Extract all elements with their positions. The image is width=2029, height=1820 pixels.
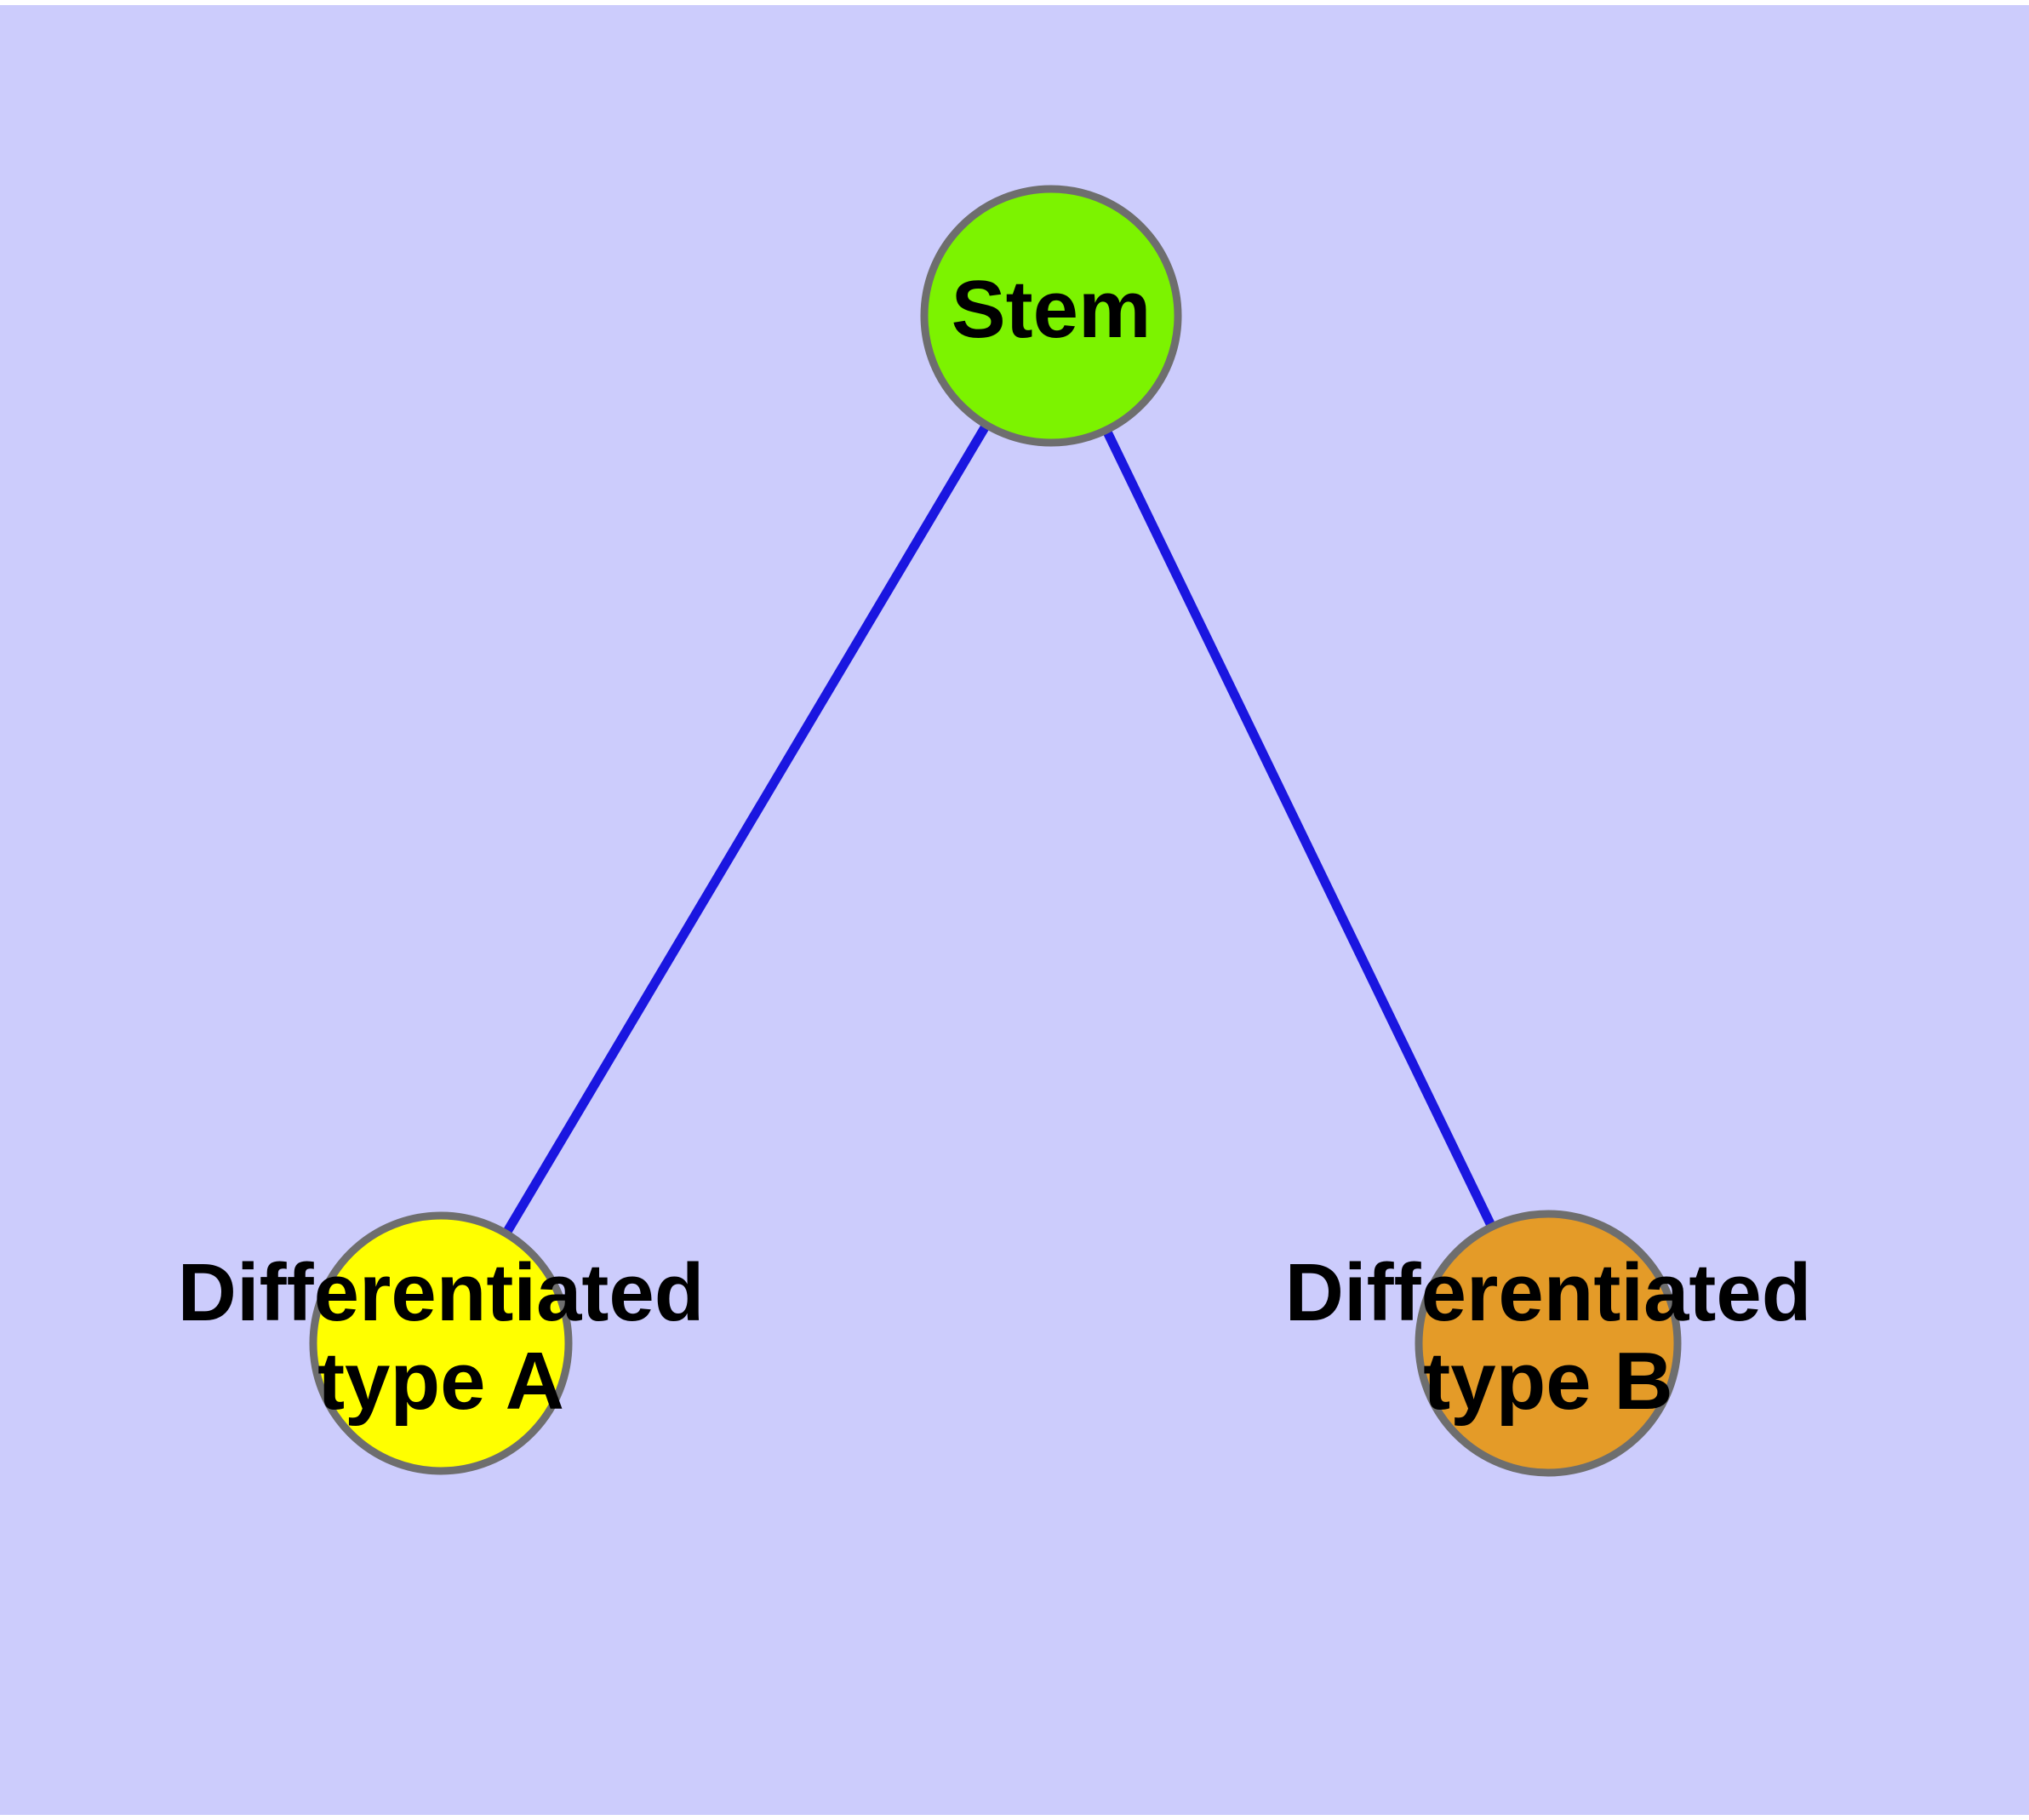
edges-group [501,422,1496,1236]
graph-node-stem[interactable] [920,185,1182,447]
graph-node-diff_a[interactable] [309,1211,573,1475]
graph-edge-stem-diff_a [501,422,991,1236]
graph-node-label-line: Stem [952,264,1152,355]
graph-node-label-line: type A [317,1336,564,1427]
graph-node-label-line: Differentiated [1285,1248,1812,1339]
graph-edge-stem-diff_b [1101,427,1496,1229]
graph-node-label-line: Differentiated [178,1248,705,1339]
graph-node-diff_b[interactable] [1415,1210,1682,1477]
graph-node-label-line: type B [1423,1336,1672,1427]
nodes-group [309,185,1682,1477]
graph-node-label-stem: Stem [952,264,1152,355]
